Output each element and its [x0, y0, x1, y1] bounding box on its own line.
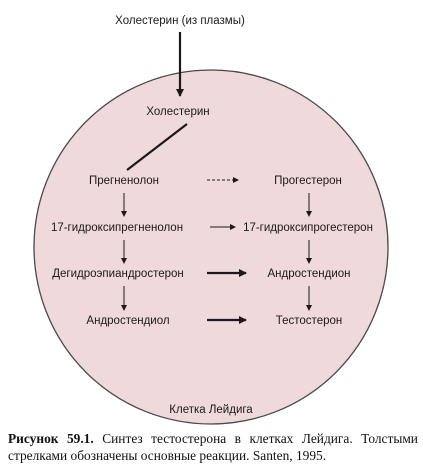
figure-caption-label: Рисунок 59.1. — [8, 431, 94, 446]
hydroxyprogesterone-label: 17-гидроксипрогестерон — [243, 222, 373, 234]
progesterone-label: Прогестерон — [274, 175, 342, 187]
cholesterol-plasma-label: Холестерин (из плазмы) — [115, 15, 245, 27]
figure-caption-text: Синтез тестостерона в клетках Лейдига. Т… — [8, 431, 418, 463]
androstenediol-label: Андростендиол — [86, 315, 169, 327]
androstenedione-label: Андростендион — [267, 268, 350, 280]
dhea-label: Дегидроэпиандростерон — [52, 268, 184, 280]
cholesterol-label: Холестерин — [146, 106, 209, 118]
testosterone-label: Тестостерон — [276, 315, 342, 327]
pregnenolone-label: Прегненолон — [89, 175, 159, 187]
hydroxypregnenolone-label: 17-гидроксипрегненолон — [51, 222, 183, 234]
leydig-cell-diagram: Холестерин (из плазмы) Холестерин Прегне… — [33, 15, 389, 425]
figure-caption: Рисунок 59.1. Синтез тестостерона в клет… — [8, 430, 418, 464]
leydig-cell-label: Клетка Лейдига — [169, 404, 253, 416]
leydig-cell-circle — [33, 69, 389, 425]
arrow-cholesterol-to-pregnenolone — [126, 123, 188, 171]
